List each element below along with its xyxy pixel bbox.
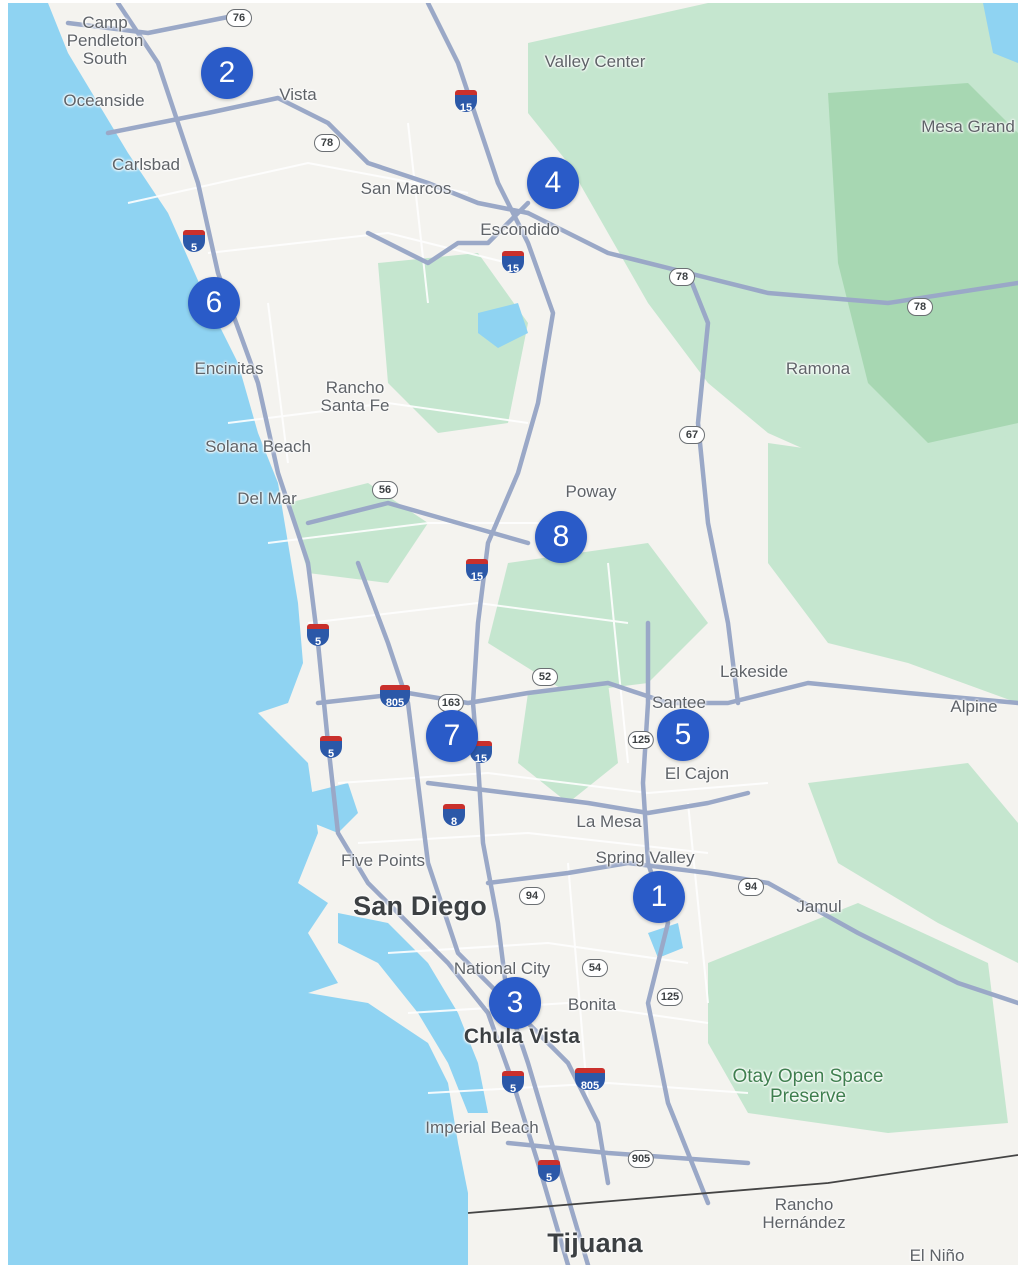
route-shield-i15: 15: [466, 559, 488, 583]
place-oceanside[interactable]: Oceanside: [63, 91, 145, 111]
park-area: [828, 83, 1018, 443]
route-shield-i805: 805: [575, 1068, 605, 1092]
minor-roads: [127, 122, 769, 1104]
place-el-cajon[interactable]: El Cajon: [664, 764, 730, 784]
route-shield-i15: 15: [502, 251, 524, 275]
park-area: [768, 433, 1018, 703]
route-shield-sr94: 94: [519, 887, 545, 905]
place-national-city[interactable]: National City: [453, 959, 551, 979]
route-shield-sr78: 78: [907, 298, 933, 316]
place-el-nino[interactable]: El Niño: [909, 1246, 965, 1265]
park-area: [518, 683, 618, 803]
route-shield-i8: 8: [443, 804, 465, 828]
route-shield-sr905: 905: [627, 1150, 655, 1168]
place-lakeside[interactable]: Lakeside: [719, 662, 789, 682]
route-shield-i5: 5: [183, 230, 205, 254]
place-san-marcos[interactable]: San Marcos: [360, 179, 452, 199]
place-rancho-santa-fe[interactable]: Rancho Santa Fe: [320, 378, 390, 415]
route-shield-sr125: 125: [627, 731, 655, 749]
route-shield-i5: 5: [502, 1071, 524, 1095]
map-marker-4[interactable]: 4: [527, 157, 579, 209]
map-marker-5[interactable]: 5: [657, 709, 709, 761]
route-shield-sr78: 78: [314, 134, 340, 152]
route-shield-sr94: 94: [738, 878, 764, 896]
route-shield-sr54: 54: [582, 959, 608, 977]
map-marker-6[interactable]: 6: [188, 277, 240, 329]
route-shield-sr125: 125: [656, 988, 684, 1006]
international-border: [467, 1154, 1018, 1214]
place-la-mesa[interactable]: La Mesa: [576, 812, 642, 832]
map-base: [8, 3, 1018, 1265]
route-shield-sr78: 78: [669, 268, 695, 286]
park-area: [378, 253, 528, 433]
place-otay-open-space-preserve[interactable]: Otay Open Space Preserve: [732, 1066, 884, 1107]
place-ramona[interactable]: Ramona: [785, 359, 851, 379]
route-shield-sr76: 76: [226, 9, 252, 27]
route-shield-sr52: 52: [532, 668, 558, 686]
place-vista[interactable]: Vista: [279, 85, 317, 105]
place-escondido[interactable]: Escondido: [480, 220, 560, 240]
route-shield-sr67: 67: [679, 426, 705, 444]
route-shield-i805: 805: [380, 685, 410, 709]
route-shield-sr163: 163: [437, 694, 465, 712]
map-view[interactable]: Camp Pendleton South Oceanside Vista Val…: [8, 3, 1018, 1265]
map-marker-3[interactable]: 3: [489, 977, 541, 1029]
place-solana-beach[interactable]: Solana Beach: [205, 437, 311, 457]
park-area: [708, 903, 1008, 1133]
place-santee[interactable]: Santee: [652, 693, 706, 713]
route-shield-i15: 15: [455, 90, 477, 114]
place-del-mar[interactable]: Del Mar: [237, 489, 297, 509]
route-shield-i5: 5: [320, 736, 342, 760]
map-marker-8[interactable]: 8: [535, 511, 587, 563]
map-marker-2[interactable]: 2: [201, 47, 253, 99]
route-shield-sr56: 56: [372, 481, 398, 499]
lake: [983, 3, 1018, 63]
place-jamul[interactable]: Jamul: [796, 897, 842, 917]
map-marker-1[interactable]: 1: [633, 871, 685, 923]
park-area: [288, 483, 428, 583]
place-chula-vista[interactable]: Chula Vista: [463, 1024, 581, 1048]
place-valley-center[interactable]: Valley Center: [544, 52, 646, 72]
place-mesa-grande[interactable]: Mesa Grand: [921, 117, 1015, 137]
pacific-ocean: [8, 3, 468, 1265]
san-diego-bay: [338, 913, 488, 1113]
lake: [478, 303, 528, 348]
place-five-points[interactable]: Five Points: [340, 851, 426, 871]
place-camp-pendleton-south[interactable]: Camp Pendleton South: [66, 13, 144, 68]
place-bonita[interactable]: Bonita: [567, 995, 617, 1015]
place-alpine[interactable]: Alpine: [950, 697, 998, 717]
place-carlsbad[interactable]: Carlsbad: [111, 155, 181, 175]
place-poway[interactable]: Poway: [565, 482, 617, 502]
place-rancho-hernandez[interactable]: Rancho Hernández: [762, 1195, 846, 1232]
place-spring-valley[interactable]: Spring Valley: [595, 848, 695, 868]
place-tijuana[interactable]: Tijuana: [547, 1227, 643, 1258]
map-marker-7[interactable]: 7: [426, 710, 478, 762]
park-area: [808, 763, 1018, 963]
place-encinitas[interactable]: Encinitas: [194, 359, 264, 379]
place-san-diego[interactable]: San Diego: [353, 890, 487, 921]
route-shield-i5: 5: [307, 624, 329, 648]
place-imperial-beach[interactable]: Imperial Beach: [425, 1118, 539, 1138]
route-shield-i5: 5: [538, 1160, 560, 1184]
